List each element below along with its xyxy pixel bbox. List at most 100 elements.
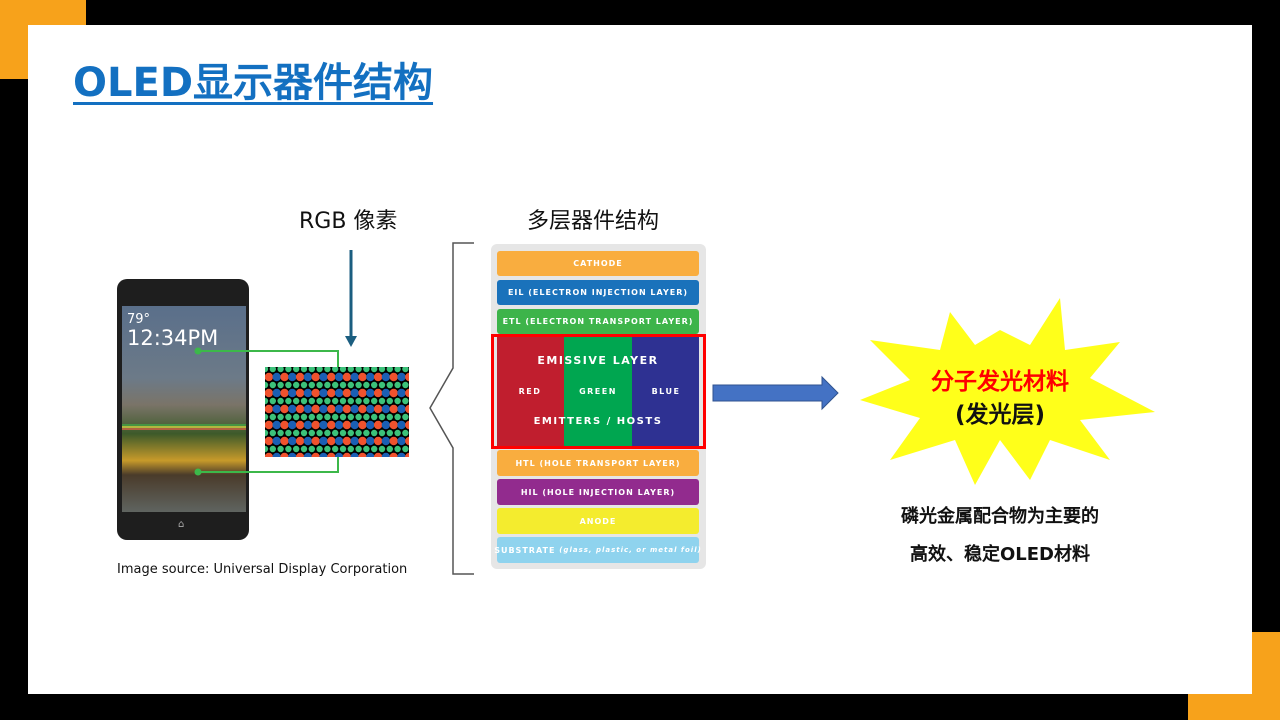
subpixel [334, 404, 344, 414]
subpixel [285, 367, 292, 373]
subpixel [334, 452, 344, 457]
subpixel [373, 436, 383, 446]
subpixel [316, 429, 323, 437]
subpixel [311, 404, 320, 414]
phone-clock: 12:34PM [127, 326, 219, 350]
subpixel [265, 372, 274, 382]
subpixel [347, 397, 354, 405]
subpixel [324, 397, 331, 405]
subpixel [300, 397, 308, 405]
subpixel [334, 388, 344, 398]
subpixel [366, 436, 375, 446]
subpixel [277, 413, 284, 421]
subpixel [324, 413, 331, 421]
star-title: 分子发光材料 [931, 369, 1069, 395]
subpixel [303, 420, 313, 430]
subpixel [327, 404, 336, 414]
subpixel [280, 420, 289, 430]
subpixel [389, 388, 398, 398]
subpixel [285, 429, 292, 437]
subpixel [347, 381, 354, 389]
subpixel [319, 452, 328, 457]
subpixel [319, 420, 328, 430]
subpixel [381, 388, 391, 398]
subpixel [303, 372, 313, 382]
highlight-box [491, 334, 706, 449]
subpixel [366, 452, 375, 457]
subpixel [378, 413, 386, 421]
subpixel [327, 420, 336, 430]
subpixel [272, 372, 281, 382]
right-arrow-icon [712, 375, 839, 411]
subpixel [295, 436, 305, 446]
subpixel [339, 381, 347, 389]
subpixel [363, 381, 370, 389]
subpixel [389, 452, 398, 457]
subpixel [397, 452, 406, 457]
subpixel [293, 367, 300, 373]
layer-anode: ANODE [497, 508, 699, 534]
subpixel [293, 445, 300, 453]
subpixel [389, 420, 398, 430]
subpixel [342, 452, 352, 457]
subpixel [371, 381, 378, 389]
multilayer-caption: 多层器件结构 [527, 209, 660, 234]
subpixel [371, 397, 378, 405]
subpixel [332, 381, 339, 389]
subpixel [371, 445, 378, 453]
subpixel [265, 381, 269, 389]
subpixel [269, 397, 276, 405]
subpixel [389, 372, 398, 382]
subpixel [332, 397, 339, 405]
subpixel [381, 420, 391, 430]
subpixel [339, 429, 347, 437]
layer-etl: ETL (ELECTRON TRANSPORT LAYER) [497, 309, 699, 334]
subpixel [311, 436, 320, 446]
subpixel [394, 413, 401, 421]
subpixel [295, 372, 305, 382]
layer-eil: EIL (ELECTRON INJECTION LAYER) [497, 280, 699, 305]
subpixel [386, 413, 393, 421]
subpixel [371, 367, 378, 373]
subpixel [332, 367, 339, 373]
green-label: GREEN [579, 387, 617, 396]
subpixel [386, 367, 393, 373]
subpixel [371, 429, 378, 437]
subpixel [311, 372, 320, 382]
slide-title: OLED显示器件结构 [73, 60, 434, 106]
subpixel [402, 429, 409, 437]
subpixel [308, 445, 315, 453]
subpixel [277, 397, 284, 405]
subpixel [394, 445, 401, 453]
subpixel [389, 436, 398, 446]
subpixel [405, 436, 409, 446]
subpixel [308, 397, 315, 405]
subpixel [285, 397, 292, 405]
subpixel [288, 420, 297, 430]
subpixel [308, 381, 315, 389]
subpixel [371, 413, 378, 421]
subpixel [316, 367, 323, 373]
subpixel [350, 436, 359, 446]
subpixel [300, 367, 308, 373]
image-source: Image source: Universal Display Corporat… [117, 562, 408, 577]
subpixel [350, 404, 359, 414]
subpixel [378, 367, 386, 373]
subpixel [347, 445, 354, 453]
substrate-note: (glass, plastic, or metal foil) [559, 546, 702, 554]
subpixel [355, 445, 362, 453]
subpixel [319, 388, 328, 398]
subpixel [350, 452, 359, 457]
subpixel [316, 413, 323, 421]
subpixel [265, 397, 269, 405]
subpixel [381, 372, 391, 382]
subpixel [293, 397, 300, 405]
subpixel [378, 397, 386, 405]
subpixel [366, 388, 375, 398]
subpixel [319, 404, 328, 414]
home-icon: ⌂ [178, 519, 185, 530]
subpixel [350, 388, 359, 398]
subpixel [366, 404, 375, 414]
subpixel [277, 429, 284, 437]
subpixel [397, 388, 406, 398]
